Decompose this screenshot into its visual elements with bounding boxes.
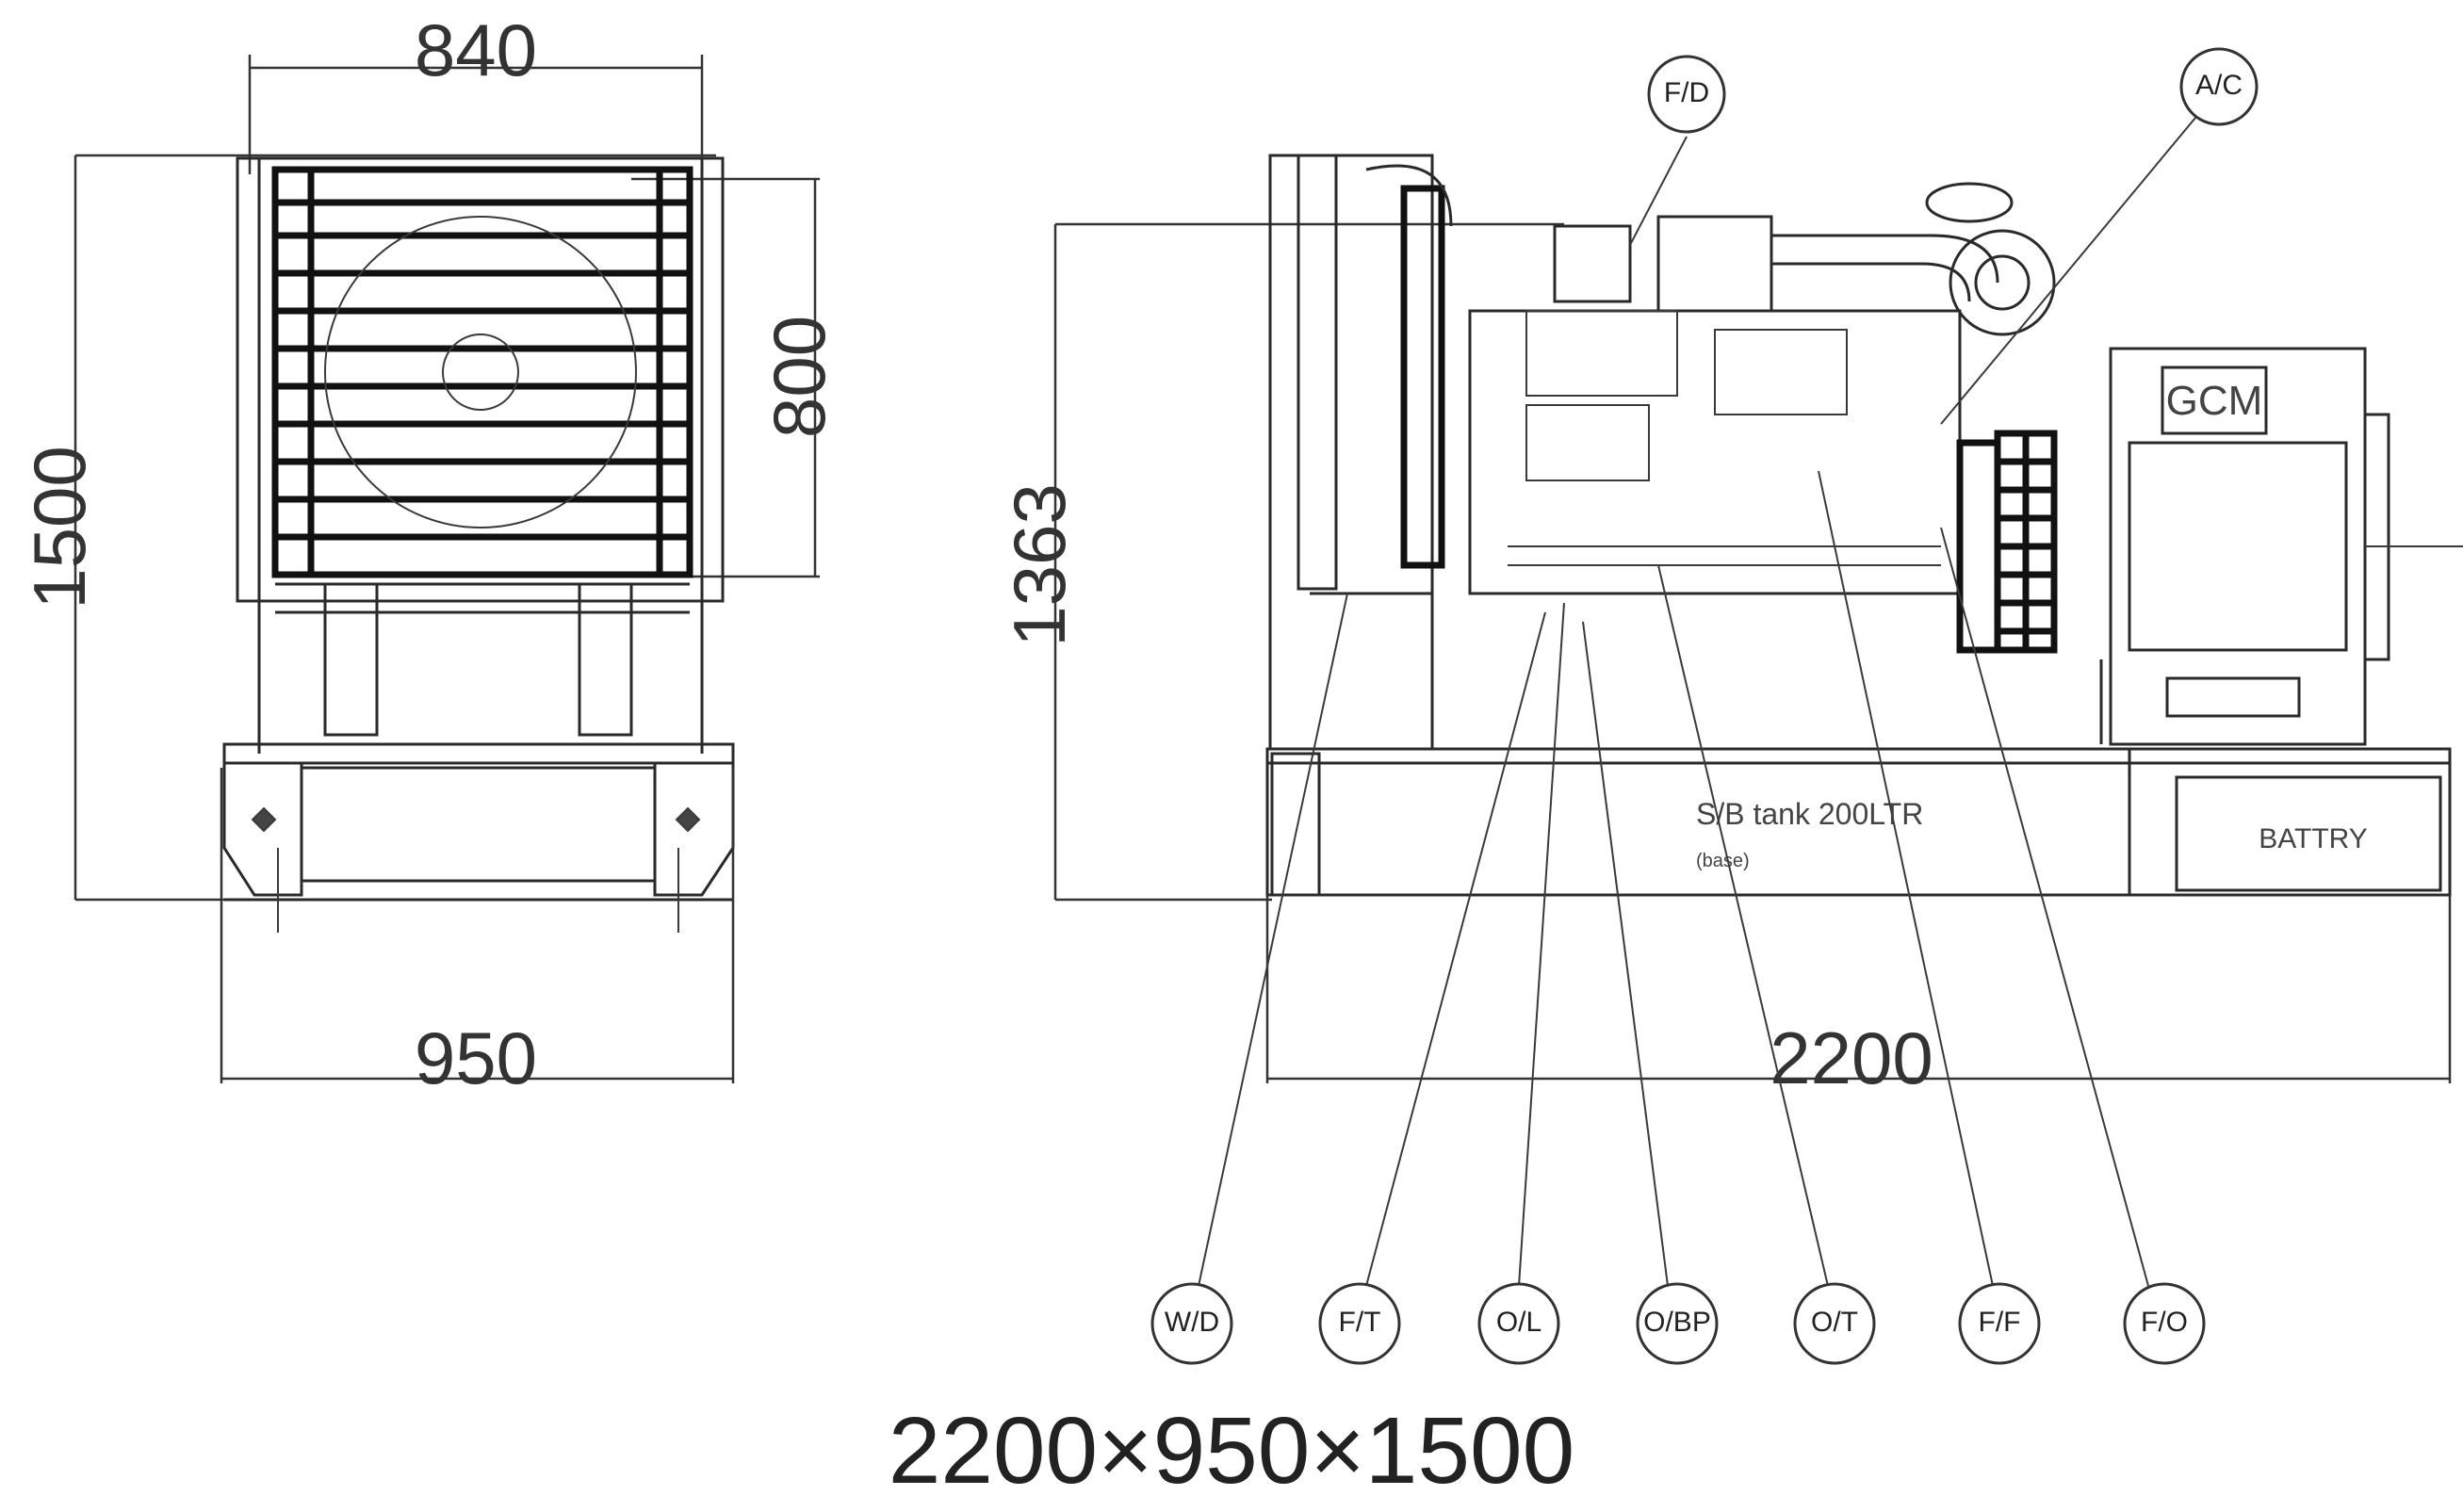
dim-radiator-height: 800	[758, 316, 840, 438]
svg-text:O/T: O/T	[1811, 1307, 1858, 1338]
tank-label: S/B tank 200LTR	[1696, 797, 1923, 831]
dim-side-height: 1363	[998, 483, 1081, 647]
svg-text:W/D: W/D	[1165, 1307, 1219, 1338]
dim-overall-height: 1500	[18, 446, 101, 610]
tank-sub-label: (base)	[1696, 851, 1750, 871]
svg-text:F/F: F/F	[1979, 1307, 2021, 1338]
svg-text:F/T: F/T	[1339, 1307, 1381, 1338]
dim-bottom-width: 950	[415, 1016, 537, 1099]
callout-ot: O/T	[1793, 1282, 1876, 1365]
callout-ol: O/L	[1477, 1282, 1560, 1365]
dim-side-length: 2200	[1770, 1016, 1933, 1099]
alternator-brand: GCM	[2166, 378, 2263, 424]
svg-text:A/C: A/C	[2195, 70, 2243, 101]
callout-ff: F/F	[1958, 1282, 2041, 1365]
front-view: 840 1500 800	[18, 8, 840, 1099]
overall-dimensions: 2200×950×1500	[888, 1398, 1575, 1504]
callout-obp: O/BP	[1636, 1282, 1719, 1365]
svg-text:F/O: F/O	[2141, 1307, 2188, 1338]
side-view: 1363	[998, 117, 2463, 1287]
dim-top-width: 840	[415, 8, 537, 91]
svg-text:O/BP: O/BP	[1643, 1307, 1711, 1338]
callout-fo: F/O	[2123, 1282, 2206, 1365]
callout-ft: F/T	[1318, 1282, 1401, 1365]
callout-balloons: F/D A/C W/D F/T O/L O/BP O/T F/F	[1150, 47, 2259, 1365]
callout-ac: A/C	[2179, 47, 2259, 126]
svg-text:O/L: O/L	[1496, 1307, 1541, 1338]
callout-wd: W/D	[1150, 1282, 1233, 1365]
svg-text:F/D: F/D	[1664, 77, 1709, 108]
battery-label: BATTRY	[2259, 823, 2368, 854]
callout-fd-top: F/D	[1647, 55, 1726, 134]
